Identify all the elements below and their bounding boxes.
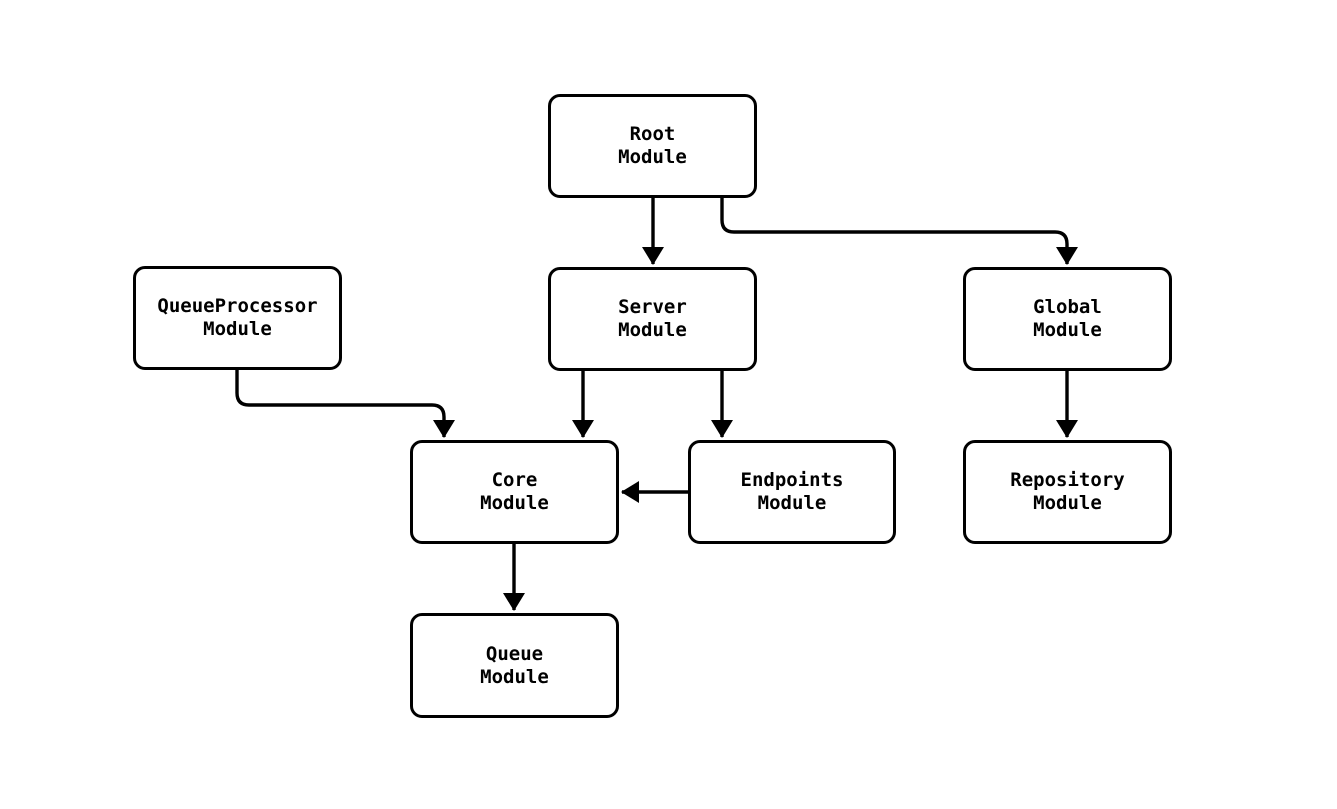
node-label-line: Server (618, 296, 687, 318)
node-label-line: Module (618, 319, 687, 341)
node-label-line: Module (1033, 492, 1102, 514)
node-label-line: Module (757, 492, 827, 514)
node-label-line: Queue (485, 642, 544, 665)
node-label-line: Module (480, 492, 549, 514)
node-label-line: Module (1033, 319, 1102, 341)
node-label-line: Module (480, 665, 549, 688)
node-label-line: Global (1033, 296, 1102, 318)
node-label-line: QueueProcessor (157, 295, 318, 317)
node-label-line: Module (203, 318, 272, 340)
node-label-line: Core (491, 469, 538, 491)
edge-root-module-to-global-module (720, 198, 1078, 265)
node-label-line: Endpoints (740, 469, 844, 491)
node-label-line: Module (618, 146, 687, 168)
node-label-line: Root (629, 123, 676, 145)
node-label-line: Repository (1010, 469, 1125, 491)
edge-queueprocessor-module-to-core-module (235, 370, 455, 438)
